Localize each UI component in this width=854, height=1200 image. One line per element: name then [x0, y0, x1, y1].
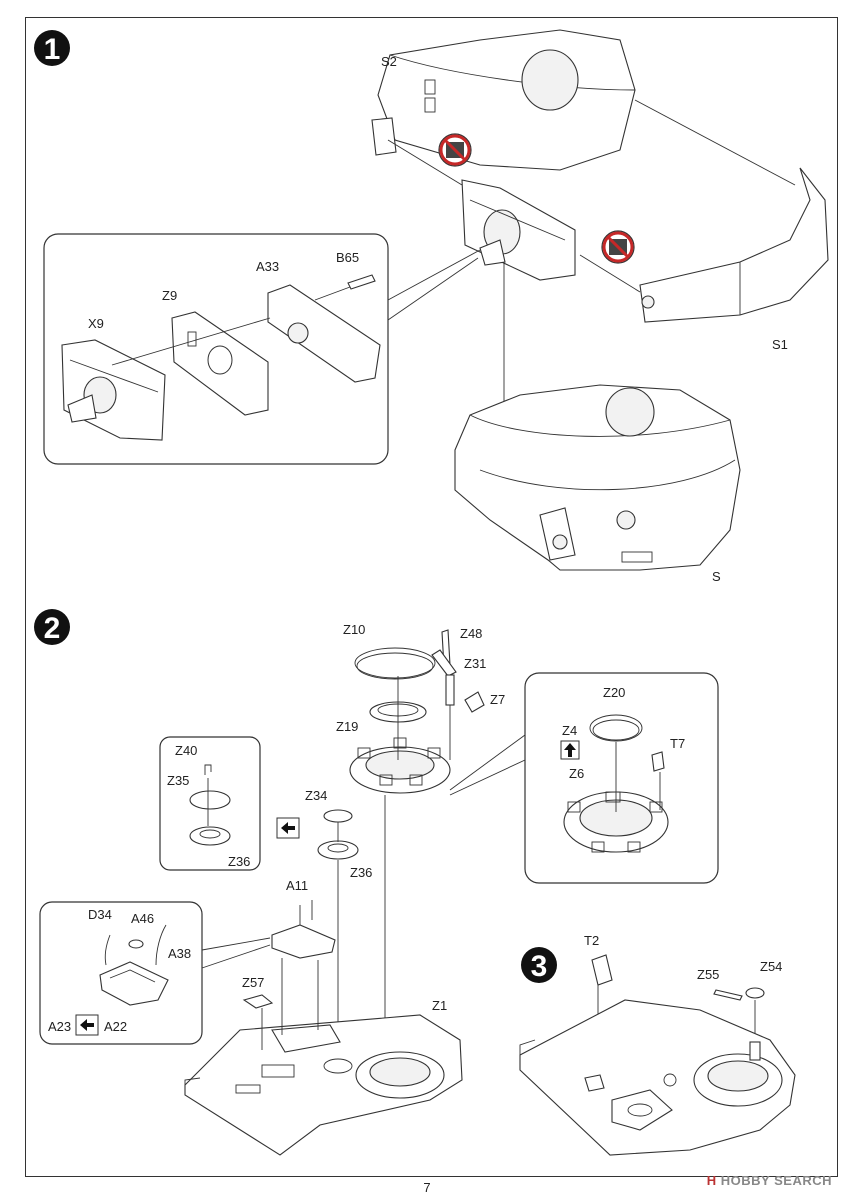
watermark-text: HOBBY SEARCH: [720, 1173, 832, 1188]
detail-inset-vision: D34 A46 A38 A23 A: [39, 901, 271, 1045]
label-a11: A11: [286, 878, 308, 893]
part-z55: Z55: [697, 967, 743, 1001]
part-t2: T2: [584, 933, 613, 986]
step-3-badge: [521, 947, 557, 983]
part-s: S: [454, 384, 741, 584]
part-z35: Z35: [167, 773, 231, 810]
option-arrow-icon: [276, 817, 300, 839]
do-not-glue-icon: [601, 230, 635, 264]
part-a46: A46: [128, 911, 154, 949]
part-z1: Z1: [184, 998, 463, 1156]
step-1-number: 1: [44, 33, 61, 66]
part-z57: Z57: [242, 975, 274, 1009]
do-not-glue-icon: [438, 133, 472, 167]
part-z4: Z4: [560, 723, 580, 760]
part-z34: Z34: [305, 788, 353, 823]
detail-inset-mantlet: X9 Z9 A33 B65: [43, 233, 481, 465]
label-s2: S2: [381, 54, 397, 69]
label-b65: B65: [336, 250, 359, 265]
label-s: S: [712, 569, 721, 584]
turret-roof-assembled: [519, 999, 796, 1156]
label-z57: Z57: [242, 975, 264, 990]
label-z36-b: Z36: [350, 865, 372, 880]
part-x9: X9: [61, 316, 166, 441]
label-z48: Z48: [460, 626, 482, 641]
label-z9: Z9: [162, 288, 177, 303]
label-x9: X9: [88, 316, 104, 331]
part-z10: Z10: [343, 622, 436, 680]
guide-line: [387, 139, 463, 186]
step-1-badge: [34, 30, 70, 66]
watermark-logo: H: [706, 1173, 717, 1188]
label-a38: A38: [168, 946, 191, 961]
label-s1: S1: [772, 337, 788, 352]
label-z7: Z7: [490, 692, 505, 707]
part-s2: S2: [371, 29, 636, 171]
part-t7: T7: [651, 736, 685, 772]
part-z54: Z54: [745, 959, 782, 999]
part-b65: B65: [336, 250, 376, 290]
label-t2: T2: [584, 933, 599, 948]
part-s1: S1: [639, 167, 829, 352]
part-z9: Z9: [162, 288, 269, 416]
callout-line: [387, 257, 479, 321]
page-frame: [25, 17, 838, 1177]
detail-inset-hatch: Z40 Z35 Z36: [159, 736, 261, 871]
label-z19: Z19: [336, 719, 358, 734]
part-a38: A38: [155, 924, 191, 966]
callout-line: [449, 734, 526, 791]
label-z55: Z55: [697, 967, 719, 982]
step-3-number: 3: [531, 950, 548, 983]
step-3: 3 T2 Z55 Z54: [519, 933, 796, 1156]
callout-line: [449, 759, 526, 796]
part-z36: Z36: [189, 826, 250, 869]
step-2-number: 2: [44, 612, 61, 645]
label-t7: T7: [670, 736, 685, 751]
part-z36-b: Z36: [317, 840, 372, 880]
part-a33: A33: [256, 259, 381, 383]
hatch-base: [99, 961, 169, 1006]
guide-line: [579, 254, 641, 293]
label-z34: Z34: [305, 788, 327, 803]
part-z19: Z19: [336, 701, 427, 734]
page-number: 7: [423, 1180, 431, 1195]
option-arrow-icon: [560, 740, 580, 760]
callout-line: [201, 944, 271, 969]
label-z35: Z35: [167, 773, 189, 788]
label-z20: Z20: [603, 685, 625, 700]
mantlet-assembly: [461, 179, 576, 281]
callout-line: [387, 249, 481, 301]
label-z1: Z1: [432, 998, 447, 1013]
step-1: 1 S2: [34, 29, 829, 584]
option-arrow-icon: [75, 1014, 99, 1036]
part-z20: Z20: [589, 685, 643, 742]
label-d34: D34: [88, 907, 112, 922]
watermark: H HOBBY SEARCH: [707, 1173, 832, 1188]
step-2: 2 Z10 Z48 Z31 Z7: [34, 609, 719, 1156]
label-z10: Z10: [343, 622, 365, 637]
label-z54: Z54: [760, 959, 782, 974]
callout-line: [201, 937, 271, 951]
label-z36: Z36: [228, 854, 250, 869]
detail-inset-cupola: Z20 Z4 T7: [449, 672, 719, 884]
step-2-badge: [34, 609, 70, 645]
label-z6: Z6: [569, 766, 584, 781]
label-z40: Z40: [175, 743, 197, 758]
label-z4: Z4: [562, 723, 577, 738]
part-z40: Z40: [175, 743, 212, 775]
part-z6: Z6: [563, 766, 669, 853]
label-a22: A22: [104, 1019, 127, 1034]
label-a46: A46: [131, 911, 154, 926]
cupola-base: [349, 737, 451, 794]
part-a11: A11: [271, 878, 336, 959]
label-a33: A33: [256, 259, 279, 274]
part-d34: D34: [88, 907, 112, 966]
label-a23: A23: [48, 1019, 71, 1034]
guide-line: [634, 99, 796, 186]
part-z7: Z7: [464, 691, 505, 713]
label-z31: Z31: [464, 656, 486, 671]
